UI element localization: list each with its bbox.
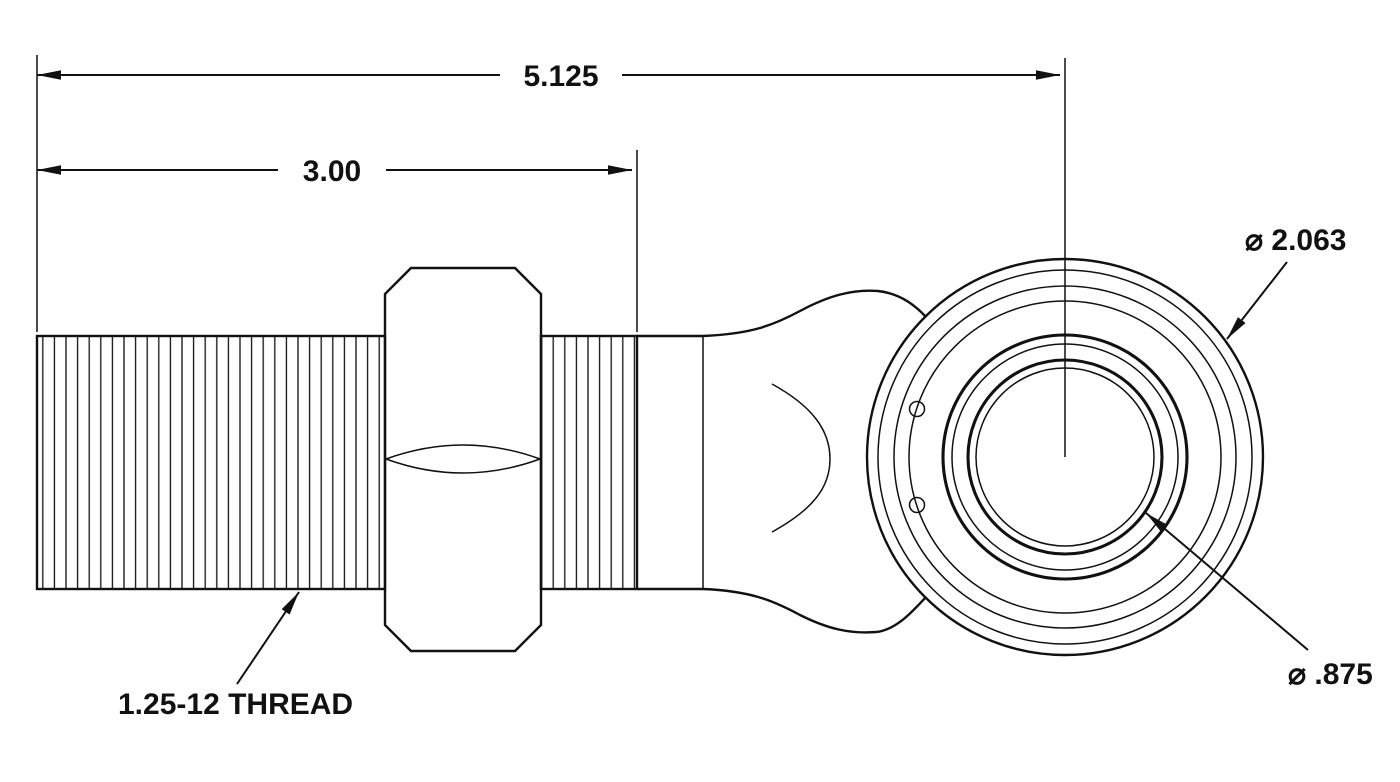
dim-head-diameter-leader: [1226, 261, 1288, 340]
dim-thread-length-label: 3.00: [303, 155, 361, 188]
dim-thread-length: 3.00: [37, 152, 632, 188]
dim-thread-length-mask: [278, 152, 386, 188]
stake-mark-upper: [908, 400, 926, 418]
dimensions: 5.125 3.00 ⌀ 2.063 ⌀ .875 1.25-12 THREAD: [36, 55, 1373, 721]
hex-nut-outline: [383, 266, 543, 653]
hex-nut-facet-upper: [385, 444, 541, 460]
dim-bore-diameter-label: ⌀ .875: [1288, 658, 1373, 691]
hex-nut-facet-lower: [385, 458, 541, 474]
smooth-shank: [637, 334, 704, 591]
dim-overall-length-mask: [500, 57, 622, 93]
threaded-shank-left: [35, 334, 387, 591]
stake-mark-lower: [908, 496, 926, 514]
dim-thread-spec-label: 1.25-12 THREAD: [118, 688, 353, 721]
hex-nut: [383, 266, 543, 653]
dim-head-diameter: ⌀ 2.063: [1226, 224, 1346, 340]
dim-bore-diameter: ⌀ .875: [1145, 512, 1373, 691]
body-taper: [702, 289, 926, 634]
body-taper-bottom: [702, 587, 926, 634]
dim-overall-length: 5.125: [37, 57, 1060, 93]
body-taper-top: [702, 289, 926, 338]
dim-bore-diameter-leader: [1145, 512, 1309, 651]
dim-thread-spec: 1.25-12 THREAD: [118, 591, 353, 721]
rod-end-part: [35, 257, 1265, 657]
dim-thread-spec-leader: [236, 591, 300, 685]
neck-contour: [771, 383, 831, 533]
dim-head-diameter-label: ⌀ 2.063: [1245, 224, 1346, 257]
threaded-shank-right: [539, 334, 639, 591]
dim-overall-length-label: 5.125: [523, 60, 598, 93]
